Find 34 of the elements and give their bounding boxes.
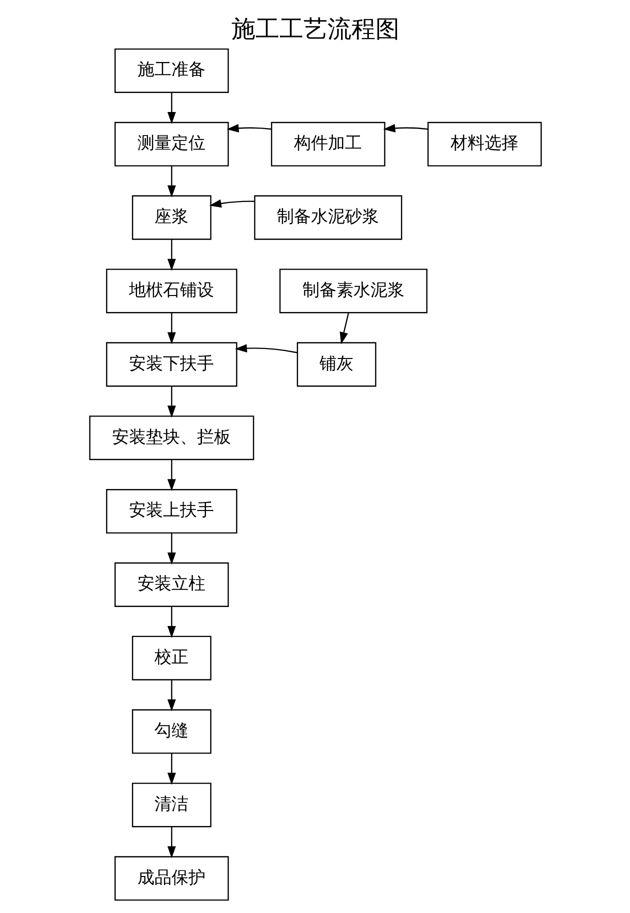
node-box: 铺灰 bbox=[296, 342, 376, 387]
node-box: 测量定位 bbox=[114, 122, 228, 166]
node-box: 安装上扶手 bbox=[106, 489, 237, 534]
arrow bbox=[166, 460, 176, 492]
arrow bbox=[166, 533, 176, 565]
arrow bbox=[166, 239, 176, 271]
arrow bbox=[339, 312, 349, 344]
arrow bbox=[166, 606, 176, 638]
arrow bbox=[208, 199, 254, 208]
arrow bbox=[166, 680, 176, 712]
node-box: 座浆 bbox=[131, 195, 211, 240]
arrow bbox=[166, 386, 176, 418]
arrow bbox=[226, 124, 271, 132]
node-box: 施工准备 bbox=[114, 48, 228, 93]
arrow bbox=[166, 166, 176, 198]
node-box: 构件加工 bbox=[270, 122, 385, 166]
arrow bbox=[234, 344, 297, 354]
node-box: 制备素水泥浆 bbox=[278, 268, 427, 314]
diagram-title: 施工工艺流程图 bbox=[231, 15, 399, 44]
node-box: 地栿石铺设 bbox=[106, 268, 237, 314]
node-box: 安装下扶手 bbox=[106, 342, 237, 387]
arrow bbox=[166, 312, 176, 344]
arrow bbox=[166, 92, 176, 124]
node-box: 安装立柱 bbox=[114, 562, 228, 607]
node-box: 安装垫块、拦板 bbox=[88, 416, 254, 460]
node-box: 勾缝 bbox=[131, 709, 211, 754]
node-box: 成品保护 bbox=[114, 856, 228, 901]
arrow bbox=[166, 753, 176, 785]
node-box: 校正 bbox=[131, 636, 211, 680]
arrow bbox=[382, 124, 428, 132]
arrow bbox=[166, 826, 176, 858]
node-box: 清洁 bbox=[131, 782, 211, 828]
node-box: 制备水泥砂浆 bbox=[254, 195, 402, 240]
node-box: 材料选择 bbox=[426, 122, 542, 166]
